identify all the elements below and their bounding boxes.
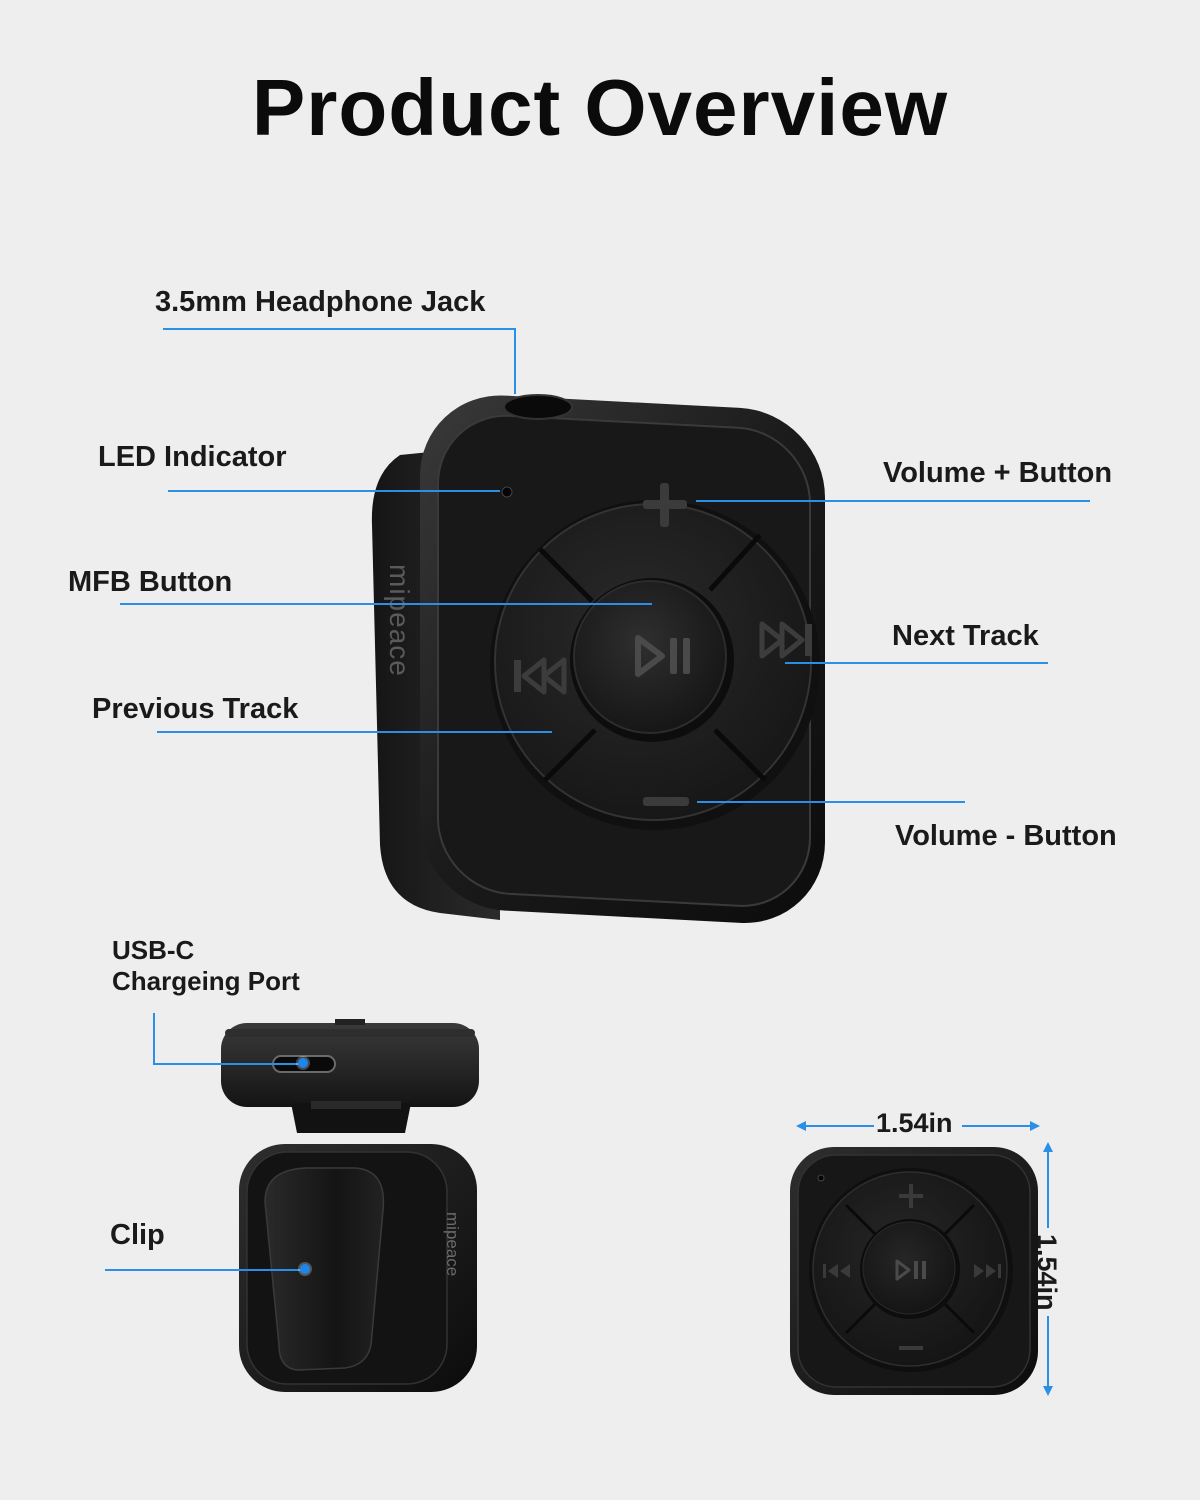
next-track-icon[interactable]: [759, 620, 814, 660]
svg-text:1.54in: 1.54in: [1032, 1234, 1062, 1311]
usb-c-dot: [298, 1058, 308, 1068]
usb-c-line-v: [153, 1013, 155, 1064]
mfb-button-line: [120, 603, 652, 605]
next-track-label: Next Track: [892, 620, 1039, 652]
mfb-button-label: MFB Button: [68, 566, 233, 598]
volume-plus-label: Volume + Button: [883, 457, 1113, 489]
small-previous-track-icon: [823, 1264, 850, 1278]
height-dimension-line: [1043, 1142, 1053, 1396]
volume-plus-line: [696, 500, 1090, 502]
svg-text:mipeace: mipeace: [384, 564, 415, 677]
page-title: Product Overview: [251, 63, 949, 152]
previous-track-icon[interactable]: [512, 656, 567, 696]
width-dimension-label: 1.54in: [876, 1108, 953, 1138]
usb-c-label-line2: Chargeing Port: [112, 966, 300, 996]
play-pause-icon[interactable]: [632, 632, 694, 680]
next-track-line: [785, 662, 1048, 664]
headphone-jack-label: 3.5mm Headphone Jack: [155, 286, 486, 318]
volume-minus-label: Volume - Button: [895, 820, 1117, 852]
clip-dot: [300, 1264, 310, 1274]
previous-track-line: [157, 731, 552, 733]
led-indicator-label: LED Indicator: [98, 441, 287, 473]
brand-logo: mipeace: [384, 564, 415, 677]
headphone-jack-line-v: [514, 328, 516, 394]
minus-icon[interactable]: [643, 794, 689, 810]
plus-icon[interactable]: [640, 480, 690, 530]
headphone-jack-line-h: [163, 328, 516, 330]
clip-label: Clip: [110, 1219, 165, 1251]
previous-track-label: Previous Track: [92, 693, 299, 725]
usb-c-label-line1: USB-C: [112, 935, 195, 965]
clip-line: [105, 1269, 305, 1271]
svg-text:mipeace: mipeace: [443, 1212, 462, 1276]
height-dimension-label: 1.54in: [1032, 1234, 1062, 1311]
back-view-device: mipeace: [239, 1144, 477, 1392]
width-dimension-line: [796, 1121, 1040, 1131]
led-indicator-line: [168, 490, 500, 492]
front-view-device: [790, 1147, 1038, 1395]
small-next-track-icon: [974, 1264, 1001, 1278]
small-minus-icon: [899, 1346, 923, 1350]
side-view-device: [221, 1019, 479, 1133]
small-plus-icon: [899, 1184, 923, 1208]
volume-minus-line: [697, 801, 965, 803]
small-play-pause-icon: [895, 1259, 926, 1281]
usb-c-line-h: [153, 1063, 303, 1065]
